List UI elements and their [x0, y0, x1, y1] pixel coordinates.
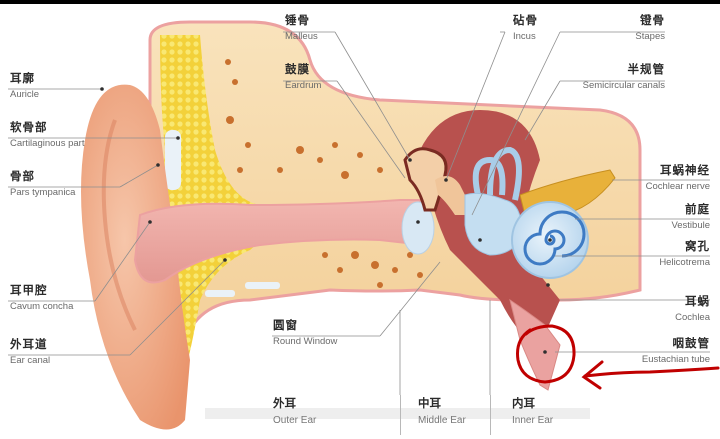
- label-pars-tympanica: 骨部 Pars tympanica: [10, 169, 76, 198]
- label-helicotrema: 窝孔 Helicotrema: [659, 239, 710, 268]
- label-stapes: 镫骨 Stapes: [635, 13, 665, 42]
- leader-lines: [8, 31, 710, 395]
- label-semicircular-canals: 半规管 Semicircular canals: [582, 62, 665, 91]
- label-incus: 砧骨 Incus: [513, 13, 538, 42]
- label-ear-canal: 外耳道 Ear canal: [10, 337, 51, 366]
- annotation-arrow-shaft: [583, 366, 720, 378]
- label-auricle: 耳廓 Auricle: [10, 71, 40, 100]
- label-cochlear-nerve: 耳蜗神经 Cochlear nerve: [645, 163, 710, 192]
- label-malleus: 锤骨 Malleus: [285, 13, 318, 42]
- label-cochlea: 耳蜗 Cochlea: [675, 294, 710, 323]
- annotation-circle: [516, 324, 576, 384]
- label-eustachian-tube: 咽鼓管 Eustachian tube: [641, 336, 710, 365]
- fat-layer: [160, 35, 300, 360]
- section-middle-ear: 中耳 Middle Ear: [418, 396, 466, 426]
- semicircular-canals: [472, 146, 522, 201]
- malleus: [403, 147, 448, 212]
- label-eardrum: 鼓膜 Eardrum: [285, 62, 322, 91]
- eustachian-tube: [509, 298, 561, 391]
- section-divider: [400, 395, 401, 435]
- section-divider: [490, 395, 491, 435]
- annotation-mark: [516, 324, 720, 390]
- label-round-window: 圆窗 Round Window: [273, 318, 338, 347]
- section-band: [205, 408, 590, 419]
- eardrum: [401, 201, 435, 255]
- label-vestibule: 前庭 Vestibule: [671, 202, 710, 231]
- annotation-arrow-head: [581, 360, 604, 390]
- top-border: [0, 0, 720, 4]
- leader-dots: [100, 87, 552, 354]
- section-outer-ear: 外耳 Outer Ear: [273, 396, 317, 426]
- label-cartilaginous-part: 软骨部 Cartilaginous part: [10, 120, 85, 149]
- section-inner-ear: 内耳 Inner Ear: [512, 396, 554, 426]
- label-cavum-concha: 耳甲腔 Cavum concha: [10, 283, 74, 312]
- bone-pores: [225, 59, 423, 288]
